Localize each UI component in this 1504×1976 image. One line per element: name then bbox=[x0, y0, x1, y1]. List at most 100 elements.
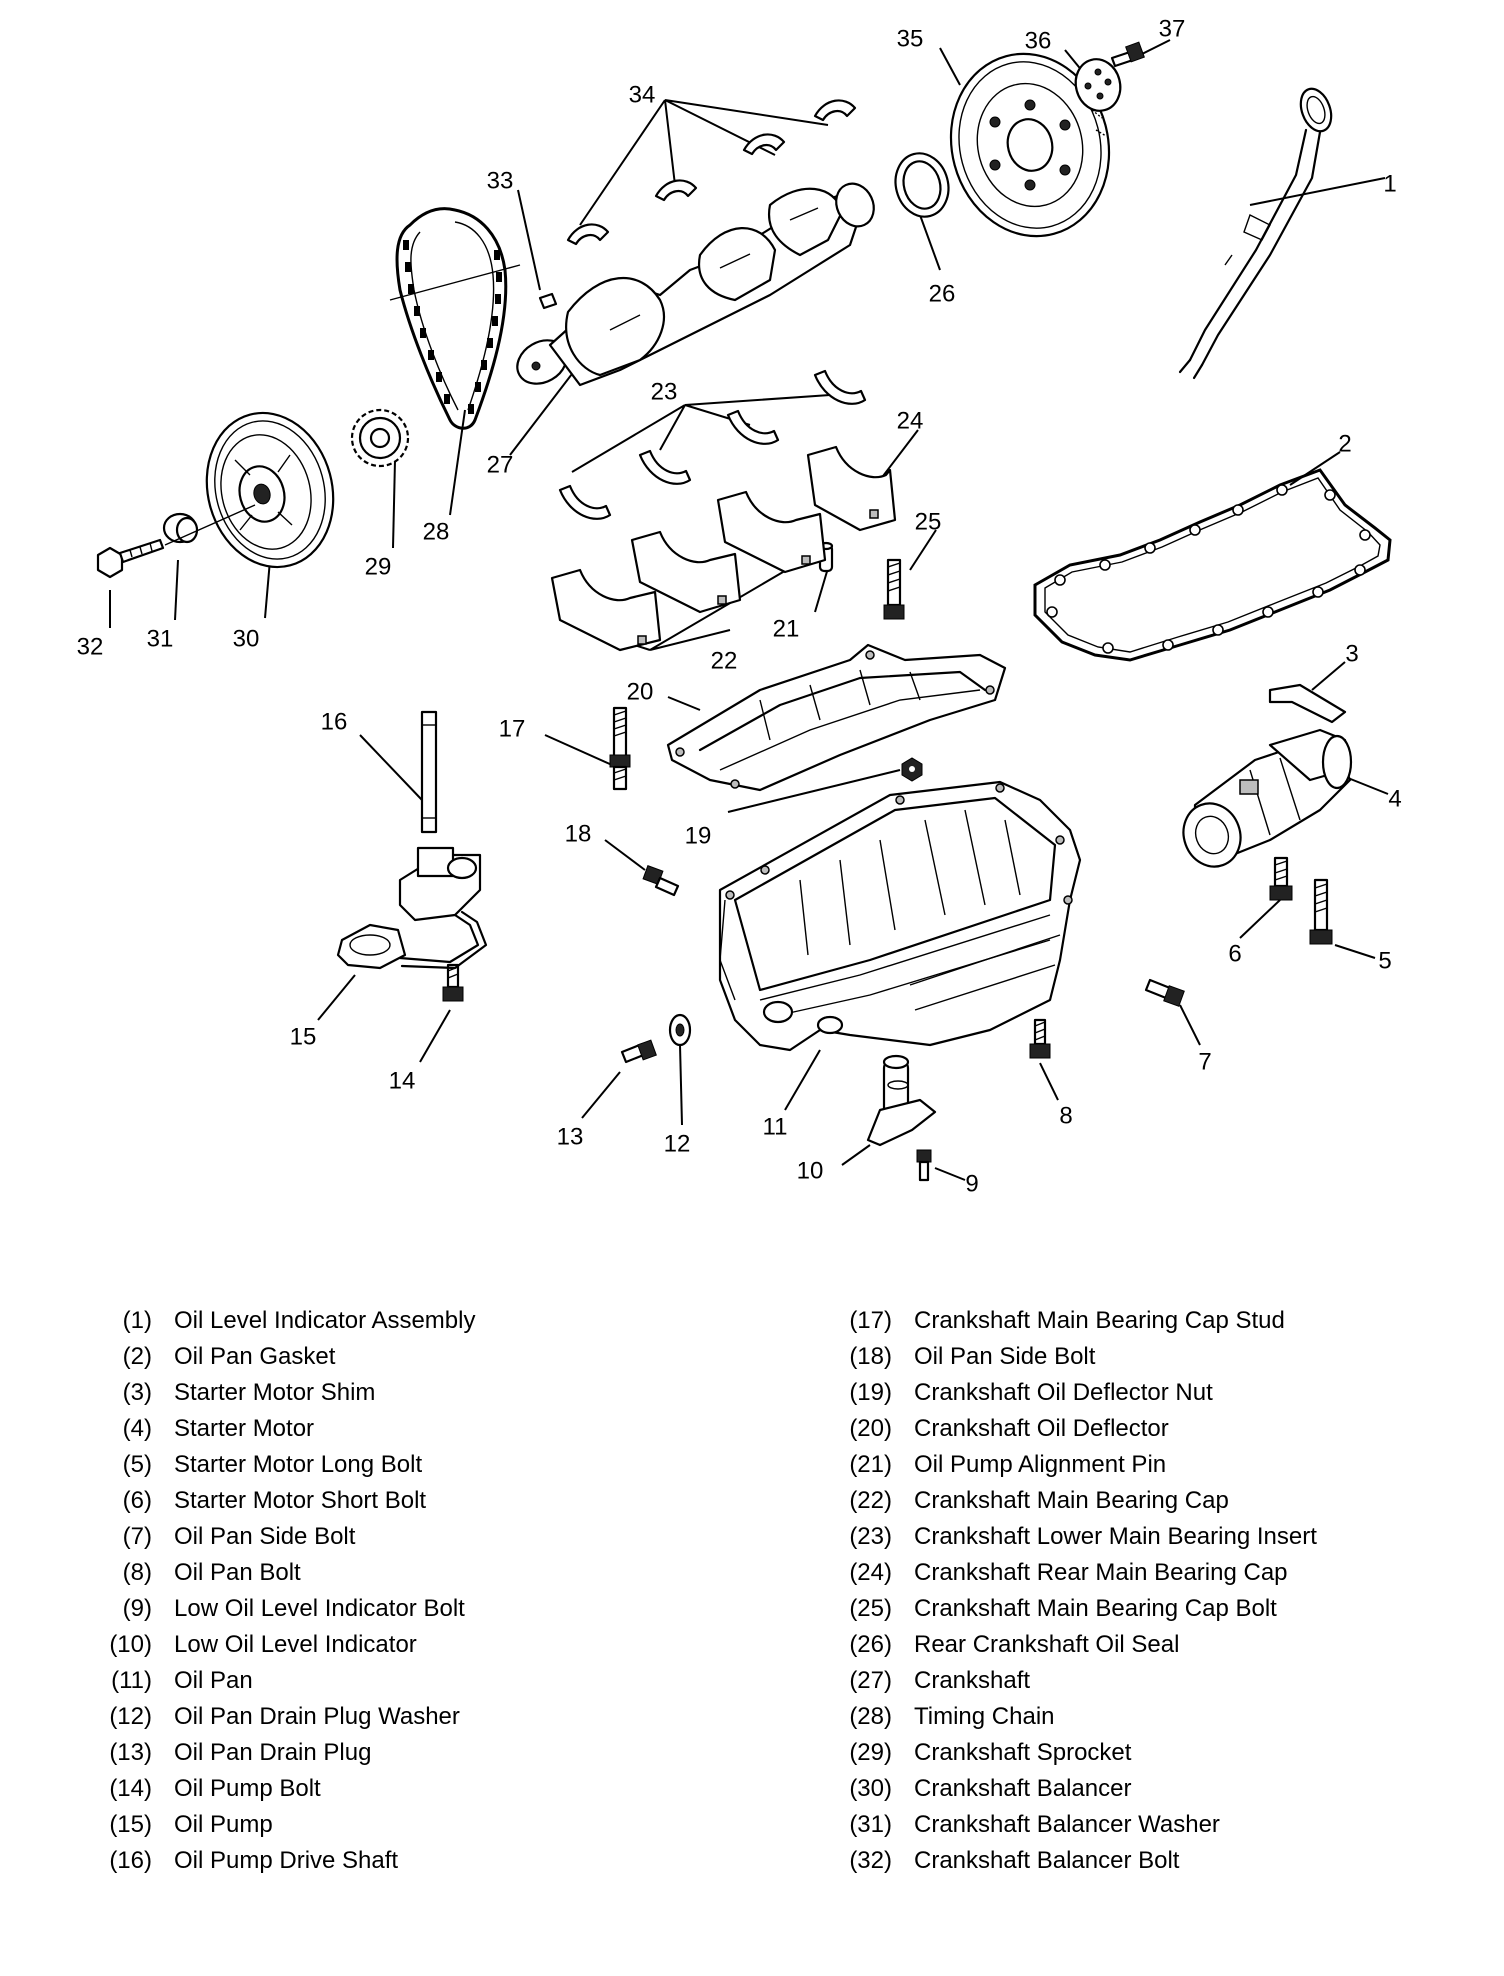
legend-item: (25)Crankshaft Main Bearing Cap Bolt bbox=[820, 1591, 1480, 1627]
crankshaft-main-bearing-caps bbox=[550, 490, 827, 652]
legend-item: (11) Oil Pan bbox=[80, 1663, 720, 1699]
legend-number: (4) bbox=[122, 1415, 152, 1442]
callout-13: 13 bbox=[557, 1123, 584, 1150]
leader-lines bbox=[109, 39, 1389, 1181]
callout-12: 12 bbox=[664, 1130, 691, 1157]
legend-label: Crankshaft Oil Deflector bbox=[914, 1415, 1169, 1442]
legend-number: (12) bbox=[109, 1703, 152, 1730]
legend-label: Starter Motor Short Bolt bbox=[174, 1487, 427, 1514]
callout-33: 33 bbox=[487, 167, 514, 194]
legend-label: Rear Crankshaft Oil Seal bbox=[914, 1631, 1180, 1658]
low-oil-level-indicator-bolt bbox=[916, 1149, 932, 1182]
legend-item: (3)Starter Motor Shim bbox=[80, 1375, 720, 1411]
legend-item: (9)Low Oil Level Indicator Bolt bbox=[80, 1591, 720, 1627]
legend-label: Timing Chain bbox=[914, 1703, 1055, 1730]
legend-number: (21) bbox=[849, 1451, 892, 1478]
low-oil-level-indicator bbox=[866, 1054, 937, 1147]
legend-label: Oil Pan Side Bolt bbox=[914, 1343, 1096, 1370]
legend-number: (26) bbox=[849, 1631, 892, 1658]
starter-motor-shim bbox=[1268, 683, 1347, 724]
legend-item: (22)Crankshaft Main Bearing Cap bbox=[820, 1483, 1480, 1519]
crankshaft-main-bearing-cap-stud bbox=[609, 706, 631, 791]
timing-chain bbox=[389, 207, 521, 430]
legend-item: (15)Oil Pump bbox=[80, 1807, 720, 1843]
oil-pan-gasket bbox=[1033, 468, 1392, 662]
legend-label: Low Oil Level Indicator Bolt bbox=[174, 1595, 465, 1622]
legend-label: Oil Pan Gasket bbox=[174, 1343, 336, 1370]
legend-label: Starter Motor bbox=[174, 1415, 315, 1442]
legend-number: (11) bbox=[111, 1667, 152, 1694]
oil-pan-side-bolt-left bbox=[642, 865, 680, 897]
legend-label: Starter Motor Long Bolt bbox=[174, 1451, 423, 1478]
legend-label: Low Oil Level Indicator bbox=[174, 1631, 417, 1658]
crankshaft-key bbox=[538, 292, 558, 310]
callout-25: 25 bbox=[915, 508, 942, 535]
legend-label: Crankshaft Rear Main Bearing Cap bbox=[914, 1559, 1288, 1586]
legend-label: Oil Pump Alignment Pin bbox=[914, 1451, 1167, 1478]
callout-21: 21 bbox=[773, 615, 800, 642]
legend-right-column: (17) Crankshaft Main Bearing Cap Stud (18)… bbox=[820, 1303, 1480, 1879]
legend-number: (22) bbox=[849, 1487, 892, 1514]
crankshaft-upper-main-bearing-inserts bbox=[566, 99, 857, 246]
callout-10: 10 bbox=[797, 1157, 824, 1184]
legend-label: Crankshaft Main Bearing Cap Stud bbox=[914, 1307, 1285, 1334]
legend-number: (3) bbox=[122, 1379, 152, 1406]
legend-item: (24)Crankshaft Rear Main Bearing Cap bbox=[820, 1555, 1480, 1591]
callout-34: 34 bbox=[629, 81, 656, 108]
callout-16: 16 bbox=[321, 708, 348, 735]
legend-number: (6) bbox=[122, 1487, 152, 1514]
callout-35: 35 bbox=[897, 25, 924, 52]
legend-number: (13) bbox=[109, 1739, 152, 1766]
legend-item: (10) Low Oil Level Indicator bbox=[80, 1627, 720, 1663]
legend-label: Oil Pump Bolt bbox=[174, 1775, 321, 1802]
legend-item: (18)Oil Pan Side Bolt bbox=[820, 1339, 1480, 1375]
legend-label: Oil Pan Drain Plug bbox=[174, 1739, 372, 1766]
legend-item: (31)Crankshaft Balancer Washer bbox=[820, 1807, 1480, 1843]
callout-19: 19 bbox=[685, 822, 712, 849]
legend-label: Oil Pan Side Bolt bbox=[174, 1523, 356, 1550]
callout-37: 37 bbox=[1159, 15, 1186, 42]
legend-label: Oil Pan Bolt bbox=[174, 1559, 301, 1586]
oil-pan-side-bolt-right bbox=[1144, 978, 1185, 1007]
legend-number: (28) bbox=[849, 1703, 892, 1730]
legend-item: (1) Oil Level Indicator Assembly bbox=[80, 1303, 720, 1339]
callout-31: 31 bbox=[147, 625, 174, 652]
callout-27: 27 bbox=[487, 451, 514, 478]
callout-14: 14 bbox=[389, 1067, 416, 1094]
legend-number: (17) bbox=[849, 1307, 892, 1334]
exploded-parts-diagram: 1234567891011121314151617181920212223242… bbox=[77, 15, 1402, 1197]
legend-number: (1) bbox=[122, 1307, 152, 1334]
oil-pan-drain-plug-washer bbox=[668, 1013, 692, 1047]
legend-number: (29) bbox=[849, 1739, 892, 1766]
oil-level-indicator-assembly bbox=[1178, 87, 1333, 380]
callout-8: 8 bbox=[1059, 1102, 1072, 1129]
crankshaft-rear-main-bearing-cap bbox=[806, 445, 897, 532]
oil-pump-drive-shaft bbox=[420, 710, 438, 834]
legend-number: (32) bbox=[849, 1847, 892, 1874]
legend-label: Oil Level Indicator Assembly bbox=[174, 1307, 476, 1334]
legend-label: Oil Pan bbox=[174, 1667, 253, 1694]
crankshaft-balancer bbox=[205, 411, 335, 569]
legend-number: (10) bbox=[109, 1631, 152, 1658]
legend-label: Crankshaft Lower Main Bearing Insert bbox=[914, 1523, 1317, 1550]
legend-item: (21) Oil Pump Alignment Pin bbox=[820, 1447, 1480, 1483]
callout-2: 2 bbox=[1338, 430, 1351, 457]
legend-number: (20) bbox=[849, 1415, 892, 1442]
legend-item: (20) Crankshaft Oil Deflector bbox=[820, 1411, 1480, 1447]
callout-26: 26 bbox=[929, 280, 956, 307]
legend-number: (25) bbox=[849, 1595, 892, 1622]
legend-item: (8)Oil Pan Bolt bbox=[80, 1555, 720, 1591]
callout-18: 18 bbox=[565, 820, 592, 847]
legend-number: (5) bbox=[122, 1451, 152, 1478]
legend-label: Crankshaft Oil Deflector Nut bbox=[914, 1379, 1213, 1406]
crankshaft-lower-main-bearing-inserts bbox=[558, 369, 867, 520]
legend-item: (13) Oil Pan Drain Plug bbox=[80, 1735, 720, 1771]
crankshaft bbox=[516, 182, 875, 387]
legend-label: Crankshaft Sprocket bbox=[914, 1739, 1132, 1766]
legend-number: (19) bbox=[849, 1379, 892, 1406]
flywheel-spacer bbox=[1074, 58, 1122, 112]
legend-item: (27)Crankshaft bbox=[820, 1663, 1480, 1699]
flywheel-bolt bbox=[1110, 41, 1145, 68]
legend-number: (7) bbox=[122, 1523, 152, 1550]
legend-label: Oil Pump Drive Shaft bbox=[174, 1847, 399, 1874]
